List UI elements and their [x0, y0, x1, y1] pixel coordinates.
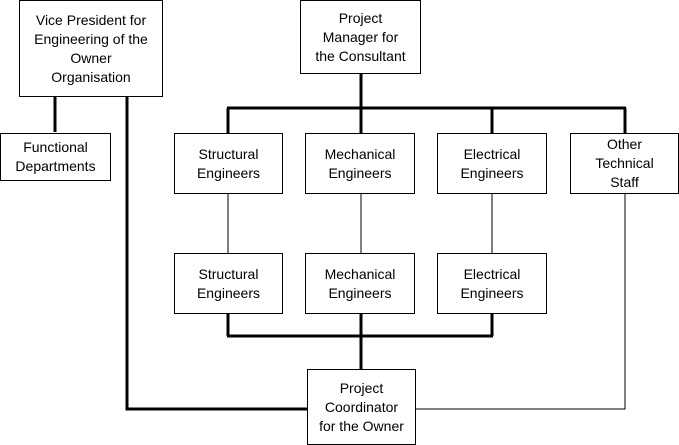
owner-mechanical-engineers-box: Mechanical Engineers: [305, 253, 415, 314]
owner-electrical-engineers-box: Electrical Engineers: [437, 253, 547, 314]
functional-departments-box: Functional Departments: [0, 133, 111, 181]
other-technical-staff-box: Other Technical Staff: [570, 133, 679, 194]
owner-structural-engineers-box: Structural Engineers: [174, 253, 283, 314]
connector-vp-coordinator: [125, 96, 308, 411]
consultant-electrical-engineers-box: Electrical Engineers: [437, 133, 547, 194]
consultant-structural-engineers-box: Structural Engineers: [174, 133, 283, 194]
consultant-mechanical-engineers-box: Mechanical Engineers: [305, 133, 415, 194]
connector-other-coordinator: [415, 194, 626, 410]
project-manager-box: Project Manager for the Consultant: [300, 0, 421, 74]
vp-engineering-box: Vice President for Engineering of the Ow…: [19, 0, 163, 97]
project-coordinator-box: Project Coordinator for the Owner: [307, 369, 416, 445]
